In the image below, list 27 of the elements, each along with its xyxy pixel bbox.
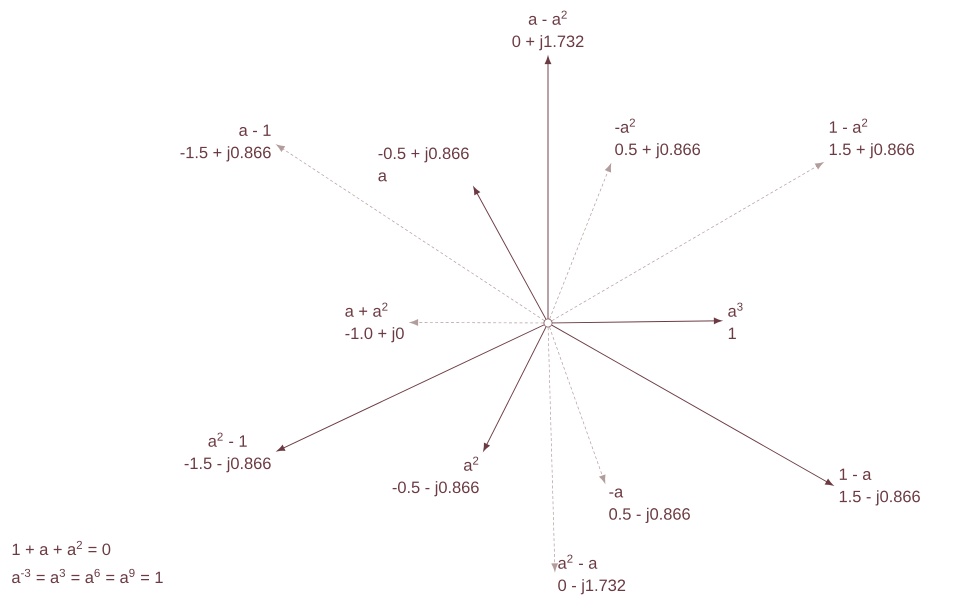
phasor-label: a - 1 -1.5 + j0.866	[180, 124, 271, 162]
phasor-arrow	[276, 144, 545, 321]
phasor-arrow	[551, 324, 834, 486]
identity-equation: 1 + a + a$^{2}$ = 0	[12, 540, 110, 556]
phasor-label: a$^{3}$ 1	[728, 302, 743, 339]
phasor-label: 1 - a$^{2}$ 1.5 + j0.866	[830, 118, 914, 158]
identity-equation: a$^{-3}$ = a$^{3}$ = a$^{6}$ = a$^{9}$ = 1	[12, 568, 163, 584]
phasor-arrow	[552, 318, 722, 324]
phasor-label: 1 - a 1.5 - j0.866	[840, 468, 920, 506]
phasor-label: -a 0.5 - j0.866	[609, 488, 690, 524]
phasor-arrow	[549, 164, 612, 320]
phasor-label: a$^{2}$ - 1 -1.5 - j0.866	[184, 432, 271, 472]
phasor-label: a$^{2}$ - a 0 - j1.732	[558, 554, 626, 594]
phasor-arrow	[473, 186, 546, 320]
origin-point	[544, 318, 552, 328]
phasor-label: a$^{2}$ -0.5 - j0.866	[392, 456, 479, 496]
phasor-label: -a$^{2}$ 0.5 + j0.866	[615, 118, 700, 158]
phasor-arrow	[548, 327, 558, 572]
phasor-arrow	[276, 324, 544, 452]
phasor-label: a + a$^{2}$ -1.0 + j0	[345, 302, 404, 342]
phasor-arrow	[410, 319, 544, 326]
phasor-label: a - a$^{2}$ 0 + j1.732	[512, 10, 584, 50]
phasor-arrow	[552, 162, 824, 322]
phasor-arrow	[544, 56, 552, 319]
phasor-arrow	[549, 326, 606, 484]
phasor-label: -0.5 + j0.866 a	[378, 147, 469, 182]
phasor-arrow	[483, 326, 546, 452]
